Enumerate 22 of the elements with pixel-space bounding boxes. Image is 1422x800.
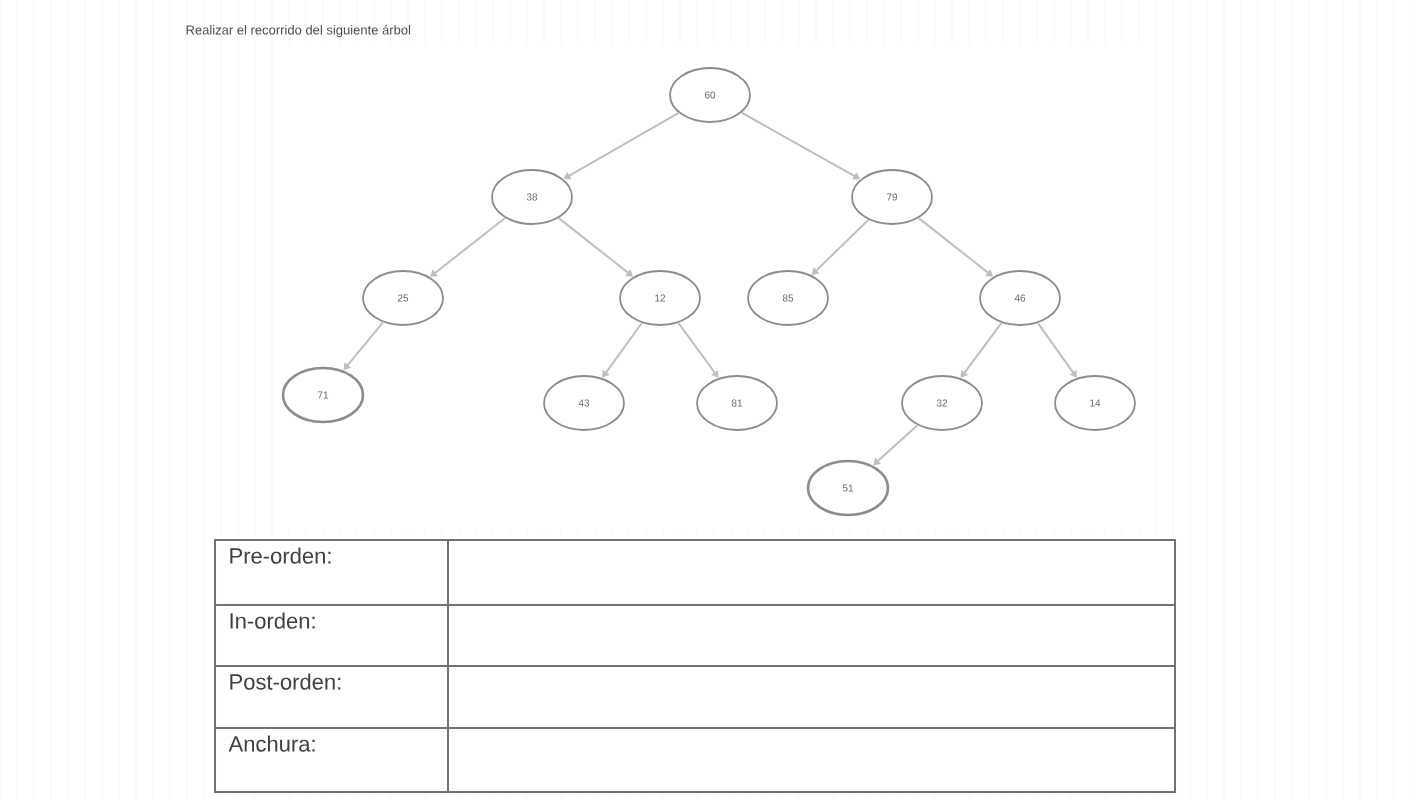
tree-node: 43 <box>543 375 625 431</box>
table-cell: In-orden: <box>214 604 449 667</box>
arrow <box>677 321 719 378</box>
tree-node: 25 <box>362 270 444 326</box>
title: Realizar el recorrido del siguiente árbol <box>186 24 411 38</box>
tree-node: 85 <box>747 270 829 326</box>
arrow <box>602 322 643 378</box>
tree-node: 46 <box>979 270 1061 326</box>
table-cell: Post-orden: <box>214 665 449 729</box>
tree-node: 60 <box>669 67 751 123</box>
tree-node: 38 <box>491 169 573 225</box>
tree-node: 14 <box>1054 375 1136 431</box>
tree-node: 79 <box>851 169 933 225</box>
table-cell: Anchura: <box>214 727 449 793</box>
table-cell: Pre-orden: <box>214 539 449 606</box>
tree-node: 12 <box>619 270 701 326</box>
tree-node: 71 <box>281 366 365 424</box>
arrow <box>873 424 919 466</box>
tree-node: 51 <box>806 459 890 517</box>
tree-node: 81 <box>696 375 778 431</box>
tree-node: 32 <box>901 375 983 431</box>
arrow <box>563 111 680 180</box>
